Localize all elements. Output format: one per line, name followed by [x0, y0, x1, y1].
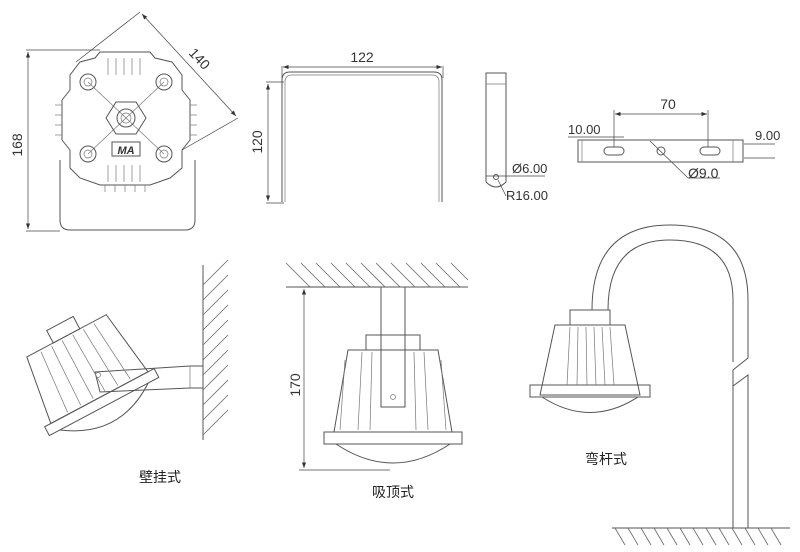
pole-mount-view: 弯杆式 [529, 224, 790, 546]
wall-hatch [202, 259, 229, 436]
dimension-120: 120 [249, 130, 265, 154]
ceiling-lamp-body [333, 349, 453, 433]
pole-outer [591, 224, 749, 528]
caption-wall-mount: 壁挂式 [139, 470, 181, 486]
mount-plate-body [577, 139, 744, 163]
dimension-170: 170 [287, 373, 303, 397]
caption-pole-mount: 弯杆式 [585, 451, 627, 468]
dimension-122: 122 [350, 49, 374, 65]
ceiling-lamp-ring [323, 431, 463, 445]
caption-ceiling-mount: 吸顶式 [372, 485, 414, 501]
radius-label: R16.00 [506, 188, 548, 203]
ceiling-lamp-lens [335, 443, 451, 464]
bracket-hole [493, 174, 499, 180]
center-nut [105, 101, 147, 135]
pole-inner [607, 239, 749, 528]
wall-lamp [26, 314, 160, 437]
ceiling-mount-view: 170 吸顶式 [285, 262, 469, 501]
u-bracket-view: 122 120 [249, 49, 444, 204]
dimension-line-140 [141, 13, 237, 117]
wall-mount-view: 壁挂式 [26, 259, 229, 486]
ground-hatch [614, 527, 782, 546]
ceiling-stem [380, 286, 406, 408]
pole-lamp-lens [541, 396, 639, 413]
u-bracket-outer [281, 71, 443, 202]
dimension-10: 10.00 [568, 122, 601, 137]
side-bracket-body [485, 72, 507, 188]
front-view: MA 168 140 [9, 11, 239, 232]
plate-hole [656, 146, 666, 156]
lamp-housing [61, 51, 191, 186]
dimension-140: 140 [186, 45, 214, 73]
dimension-70: 70 [660, 96, 676, 112]
ma-logo [111, 141, 141, 157]
side-bracket-view: Ø6.00 R16.00 [485, 72, 548, 203]
slot-right [699, 146, 721, 156]
wall-arm [94, 365, 204, 393]
dimension-168: 168 [9, 133, 25, 157]
pole-lamp-ring [529, 384, 651, 398]
slot-left [603, 146, 625, 156]
back-plate [59, 160, 196, 231]
dimension-9: 9.00 [755, 128, 780, 143]
cooling-fins [55, 58, 197, 192]
svg-text:MA: MA [117, 145, 134, 157]
hole-diameter-9: Ø9.0 [688, 165, 719, 181]
mount-plate-view: 70 10.00 9.00 Ø9.0 [568, 96, 780, 181]
ceiling-hatch [285, 262, 469, 288]
hole-diameter-label: Ø6.00 [512, 161, 547, 176]
